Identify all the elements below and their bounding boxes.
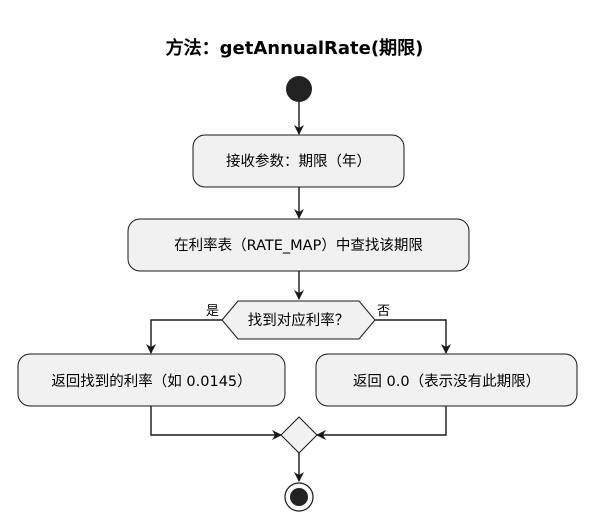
merge-arrow-right bbox=[316, 406, 447, 440]
end-node-inner bbox=[290, 488, 308, 506]
merge-node bbox=[280, 416, 318, 454]
decision-no-label: 否 bbox=[377, 304, 390, 319]
yes-branch-arrow bbox=[146, 319, 222, 354]
no-branch-arrow bbox=[375, 319, 451, 354]
outcome-found-label: 返回找到的利率（如 0.0145） bbox=[51, 373, 251, 390]
outcome-not-found-label: 返回 0.0（表示没有此期限） bbox=[353, 373, 540, 390]
merge-arrow-left bbox=[150, 406, 282, 440]
diagram-title: 方法：getAnnualRate(期限) bbox=[165, 38, 424, 59]
decision-yes-label: 是 bbox=[206, 304, 219, 319]
start-node bbox=[286, 76, 312, 102]
step-receive-label: 接收参数：期限（年） bbox=[226, 153, 371, 170]
decision-question: 找到对应利率？ bbox=[248, 311, 350, 329]
step-lookup-label: 在利率表（RATE_MAP）中查找该期限 bbox=[174, 237, 423, 254]
